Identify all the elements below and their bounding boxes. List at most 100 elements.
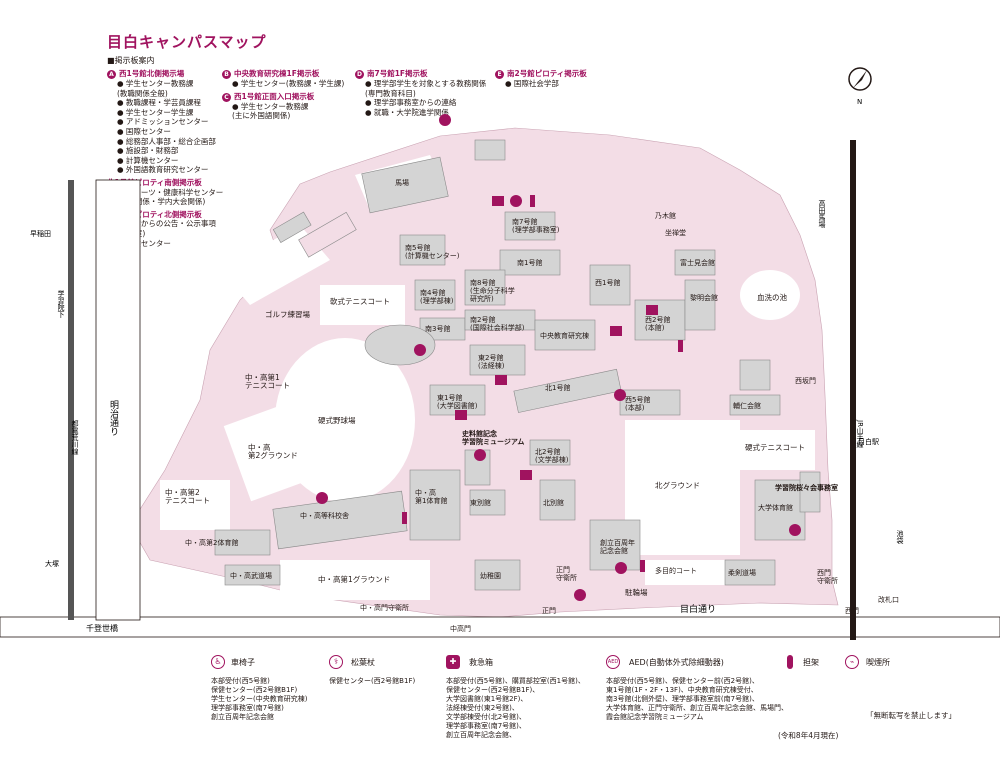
list-item: (専門教育科目)	[365, 88, 416, 98]
legend-firstaid-label: 救急箱	[469, 658, 493, 667]
list-item: 法経棟受付(東2号館)、	[446, 704, 519, 712]
list-item: 大学図書館(東1号館2F)、	[446, 695, 528, 703]
gate-labels: 正門 正門守衛所 西門 西門守衛所 中・高門守衛所 中高門 西坂門 改札口	[360, 376, 899, 633]
label-chu-gym2: 中・高第2体育館	[185, 538, 238, 547]
label-north1: 北1号館	[545, 383, 570, 392]
list-item: 文学部棟受付(北2号館)、	[446, 713, 526, 721]
label-gate-main: 正門	[542, 607, 556, 615]
label-gate-nishiban: 西坂門	[795, 376, 816, 385]
label-south8: 南8号館(生命分子科学研究所)	[470, 278, 515, 303]
stretcher-icon	[787, 655, 793, 669]
label-north2: 北2号館(文学部棟)	[535, 447, 569, 464]
label-ticket: 改札口	[878, 595, 899, 604]
list-item: 保健センター(西2号館B1F)	[211, 686, 298, 694]
road-label: 高田馬場	[818, 199, 826, 229]
crutch-icon: ⚕	[329, 655, 343, 669]
label-judo: 柔剣道場	[728, 568, 756, 577]
list-item: ● 就職・大学院進学関係	[365, 107, 449, 117]
meiji-dori	[95, 179, 141, 621]
label-tennis-hard: 硬式テニスコート	[745, 442, 805, 452]
first-aid-icon: ✚	[446, 655, 460, 669]
board-guide-title: ■掲示板案内	[107, 56, 155, 65]
aed-icon	[316, 492, 328, 504]
board-title: 北1号館ピロティ北側掲示板	[107, 209, 202, 219]
label-east1: 東1号館(大学図書館)	[437, 393, 478, 410]
label-ground-north: 北グラウンド	[655, 480, 700, 490]
first-aid-icon	[646, 305, 658, 315]
list-item: ● 国際センター	[117, 126, 171, 136]
label-south7: 南7号館(理学部事務室)	[512, 217, 560, 234]
list-item: ● 保健センター	[117, 238, 171, 248]
label-west1: 西1号館	[595, 278, 620, 287]
first-aid-icon	[610, 326, 622, 336]
list-item: 本部受付(西5号館)	[211, 677, 270, 685]
label-reimei: 黎明会館	[690, 293, 718, 302]
mejiro-dori	[0, 616, 1000, 638]
label-golf: ゴルフ練習場	[265, 309, 310, 319]
label-south4: 南4号館(理学部棟)	[420, 288, 454, 305]
label-nogi: 乃木館	[655, 211, 676, 220]
first-aid-icon	[492, 196, 504, 206]
road-label: 都電荒川線	[71, 420, 79, 455]
label-south5: 南5号館(計算機センター)	[405, 243, 460, 260]
aed-icon	[510, 195, 522, 207]
list-item: ● 学生センター(教務課・学生課)	[232, 79, 345, 88]
list-item: 大学体育館、正門守衛所、創立百周年記念会館、馬場門、	[606, 704, 788, 712]
label-gate-chuko-guard: 中・高門守衛所	[360, 603, 409, 612]
stretcher-icon	[402, 512, 407, 524]
label-fuji: 富士見会館	[680, 258, 715, 267]
aed-icon	[789, 524, 801, 536]
road-label: 千登世橋	[86, 623, 118, 633]
list-item: ● 大学からの公告・公示事項	[117, 219, 216, 229]
place-labels: 北グラウンド 硬式野球場 軟式テニスコート 硬式テニスコート ゴルフ練習場 中・…	[165, 292, 805, 597]
label-west5: 西5号館(本部)	[625, 395, 650, 412]
list-item: 理学部事務室(南7号館)	[211, 704, 284, 712]
aed-icon: AED	[606, 655, 620, 669]
list-item: 創立百周年記念会館、	[446, 731, 516, 739]
list-item: ● 外国語教育研究センター	[117, 165, 209, 175]
label-ground1: 中・高第1グラウンド	[318, 574, 390, 584]
list-item: (教職関係全般)	[117, 88, 168, 98]
road-label: JR山手線	[856, 419, 864, 448]
legend: ♿ 車椅子 本部受付(西5号館)保健センター(西2号館B1F)学生センター(中央…	[211, 655, 811, 745]
label-east-annex: 東別館	[470, 498, 491, 507]
stretcher-icon	[530, 195, 535, 207]
label-hall-100: 創立百周年記念会館	[600, 538, 635, 555]
aed-icon	[414, 344, 426, 356]
first-aid-icon	[455, 410, 467, 420]
board-badge: E	[495, 70, 504, 79]
road-label: 学習院下	[57, 289, 65, 319]
label-kinen: 史料館記念学習院ミュージアム	[462, 429, 524, 446]
toden-line	[68, 180, 74, 620]
list-item: 本部受付(西5号館)、購買部控室(西1号館)、	[446, 677, 585, 685]
label-gakushu: 学習院桜々会事務室	[775, 483, 838, 492]
board-title: 西1号館正面入口掲示板	[234, 91, 315, 101]
label-north-annex: 北別館	[543, 498, 564, 507]
list-item: (授業関係・学内大会関係)	[117, 197, 206, 207]
label-west2: 西2号館(本館)	[645, 315, 670, 332]
board-items: ● 国際社会学部	[495, 79, 625, 89]
label-multi: 多目的コート	[655, 566, 697, 575]
aed-icon	[574, 589, 586, 601]
label-pond: 血洗の池	[757, 292, 787, 302]
board-title: 南7号館1F掲示板	[367, 69, 428, 78]
stretcher-icon	[640, 560, 645, 572]
list-item: 理学部事務室(南7号館)、	[446, 722, 526, 730]
list-item: ● 学生センター教務課	[232, 101, 309, 111]
label-kyo: 幼稚園	[480, 571, 501, 580]
list-item: 保健センター(西2号館B1F)、	[446, 686, 540, 694]
board-items: ● スポーツ・健康科学センター(授業関係・学内大会関係)	[107, 188, 227, 207]
label-chu-k: 中・高等科校舎	[300, 511, 349, 520]
list-item: ● 理学部事務室からの連絡	[365, 98, 457, 108]
board-title: 西1号館北側掲示場	[119, 69, 185, 78]
first-aid-icon	[520, 470, 532, 480]
label-south1: 南1号館	[517, 258, 542, 267]
copyright-notice: 「無断転写を禁止します」	[866, 711, 956, 720]
board-badge: A	[107, 70, 116, 79]
aed-icon	[474, 449, 486, 461]
legend-aed-label: AED(自動体外式除細動器)	[629, 658, 724, 667]
list-item: ● 計算機センター	[117, 155, 179, 165]
stretcher-icon	[678, 340, 683, 352]
